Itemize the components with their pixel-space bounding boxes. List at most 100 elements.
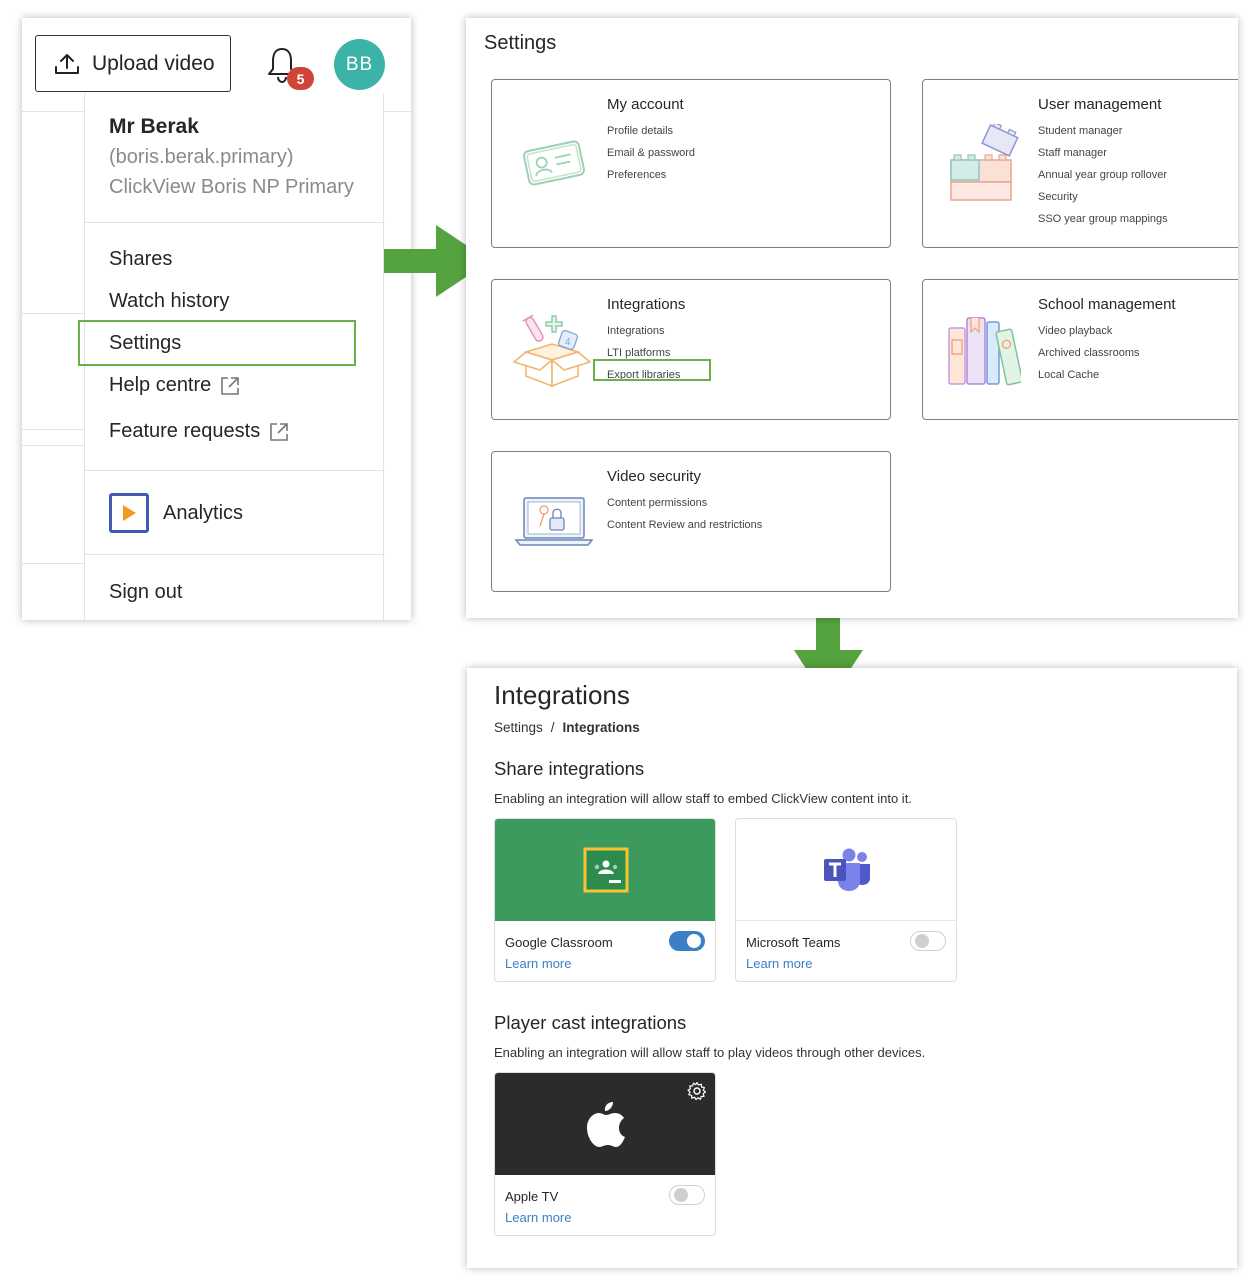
settings-highlight-box <box>78 320 356 366</box>
link-local-cache[interactable]: Local Cache <box>1038 369 1100 381</box>
menu-divider <box>85 470 385 471</box>
microsoft-teams-toggle[interactable] <box>910 931 946 951</box>
player-cast-description: Enabling an integration will allow staff… <box>494 1045 926 1060</box>
upload-video-button[interactable]: Upload video <box>35 35 231 92</box>
integrations-highlight-box <box>593 359 711 381</box>
user-name: Mr Berak <box>109 115 199 138</box>
link-email-password[interactable]: Email & password <box>607 147 696 159</box>
link-security[interactable]: Security <box>1038 191 1078 203</box>
apple-tv-toggle[interactable] <box>669 1185 705 1205</box>
divider <box>22 563 84 564</box>
microsoft-teams-banner <box>736 819 956 921</box>
arrow-right-icon <box>384 225 490 297</box>
id-card-icon <box>523 140 585 186</box>
link-sso-mappings[interactable]: SSO year group mappings <box>1038 213 1168 225</box>
menu-item-settings[interactable]: Settings <box>109 332 181 355</box>
integration-name: Google Classroom <box>505 935 613 950</box>
menu-item-label: Sign out <box>109 581 183 603</box>
user-management-card[interactable]: User management Student manager Staff ma… <box>922 79 1238 248</box>
card-title: User management <box>1038 96 1162 113</box>
link-staff-manager[interactable]: Staff manager <box>1038 147 1107 159</box>
learn-more-link[interactable]: Learn more <box>505 1210 572 1225</box>
breadcrumb-settings[interactable]: Settings <box>494 720 543 735</box>
card-title: Video security <box>607 468 701 485</box>
menu-divider <box>85 554 385 555</box>
link-video-playback[interactable]: Video playback <box>1038 325 1113 337</box>
integration-name: Microsoft Teams <box>746 935 841 950</box>
school-management-card[interactable]: School management Video playback Archive… <box>922 279 1238 420</box>
menu-item-help-centre[interactable]: Help centre <box>109 374 241 397</box>
divider <box>22 313 84 314</box>
google-classroom-banner <box>495 819 715 921</box>
apple-tv-banner <box>495 1073 715 1175</box>
link-content-permissions[interactable]: Content permissions <box>607 497 708 509</box>
menu-item-shares[interactable]: Shares <box>109 248 172 271</box>
menu-item-feature-requests[interactable]: Feature requests <box>109 420 290 443</box>
external-link-icon <box>270 422 289 441</box>
user-menu-panel: Upload video 5 BB Mr Berak (boris.berak.… <box>22 18 411 620</box>
video-security-card[interactable]: Video security Content permissions Conte… <box>491 451 891 592</box>
analytics-logo-icon <box>109 493 149 533</box>
link-preferences[interactable]: Preferences <box>607 169 667 181</box>
menu-item-sign-out[interactable]: Sign out <box>109 581 182 604</box>
school-name: ClickView Boris NP Primary <box>109 176 354 198</box>
page-title: Settings <box>484 32 557 54</box>
avatar[interactable]: BB <box>334 39 385 90</box>
google-classroom-icon <box>583 847 629 893</box>
google-classroom-card: Google Classroom Learn more <box>494 818 716 982</box>
settings-panel: Settings My account Profile details Emai… <box>466 18 1238 618</box>
google-classroom-toggle[interactable] <box>669 931 705 951</box>
learn-more-link[interactable]: Learn more <box>505 956 572 971</box>
link-content-review[interactable]: Content Review and restrictions <box>607 519 763 531</box>
blocks-icon <box>950 124 1019 201</box>
menu-item-watch-history[interactable]: Watch history <box>109 290 229 313</box>
card-title: School management <box>1038 296 1176 313</box>
link-integrations[interactable]: Integrations <box>607 325 665 337</box>
bell-icon[interactable] <box>266 45 298 85</box>
svg-text:4: 4 <box>565 337 571 348</box>
integrations-card[interactable]: 4 Integrations Integrations LTI platform… <box>491 279 891 420</box>
link-archived-classrooms[interactable]: Archived classrooms <box>1038 347 1140 359</box>
link-export-libraries[interactable]: Export libraries <box>607 369 681 381</box>
username: (boris.berak.primary) <box>109 146 294 168</box>
breadcrumb: Settings / Integrations <box>494 720 640 735</box>
gear-icon[interactable] <box>687 1081 707 1101</box>
card-title: My account <box>607 96 684 113</box>
card-title: Integrations <box>607 296 686 313</box>
learn-more-link[interactable]: Learn more <box>746 956 813 971</box>
books-icon <box>948 317 1021 386</box>
menu-item-label: Feature requests <box>109 420 261 442</box>
player-cast-heading: Player cast integrations <box>494 1012 687 1033</box>
link-annual-rollover[interactable]: Annual year group rollover <box>1038 169 1168 181</box>
menu-item-label: Shares <box>109 248 173 270</box>
apple-icon <box>587 1102 625 1147</box>
menu-item-label: Analytics <box>163 501 244 524</box>
menu-divider <box>85 222 385 223</box>
link-student-manager[interactable]: Student manager <box>1038 125 1123 137</box>
link-lti-platforms[interactable]: LTI platforms <box>607 347 671 359</box>
my-account-card[interactable]: My account Profile details Email & passw… <box>491 79 891 248</box>
notification-badge: 5 <box>287 67 314 90</box>
share-integrations-description: Enabling an integration will allow staff… <box>494 791 912 806</box>
microsoft-teams-card: Microsoft Teams Learn more <box>735 818 957 982</box>
link-profile-details[interactable]: Profile details <box>607 125 674 137</box>
divider <box>22 429 84 430</box>
upload-video-label: Upload video <box>92 51 215 75</box>
open-box-icon: 4 <box>512 314 592 388</box>
breadcrumb-separator: / <box>550 720 555 735</box>
apple-tv-card: Apple TV Learn more <box>494 1072 716 1236</box>
divider <box>22 445 84 446</box>
laptop-lock-icon <box>514 497 594 546</box>
user-dropdown: Mr Berak (boris.berak.primary) ClickView… <box>84 93 385 620</box>
integrations-panel: Integrations Settings / Integrations Sha… <box>467 668 1237 1268</box>
upload-icon <box>55 53 79 74</box>
external-link-icon <box>221 376 240 395</box>
page-title: Integrations <box>494 680 630 710</box>
menu-item-label: Help centre <box>109 374 212 396</box>
share-integrations-heading: Share integrations <box>494 758 645 779</box>
menu-item-analytics[interactable]: Analytics <box>109 493 243 533</box>
menu-item-label: Settings <box>109 332 182 354</box>
integration-name: Apple TV <box>505 1189 559 1204</box>
menu-item-label: Watch history <box>109 290 230 312</box>
breadcrumb-current: Integrations <box>562 720 640 735</box>
